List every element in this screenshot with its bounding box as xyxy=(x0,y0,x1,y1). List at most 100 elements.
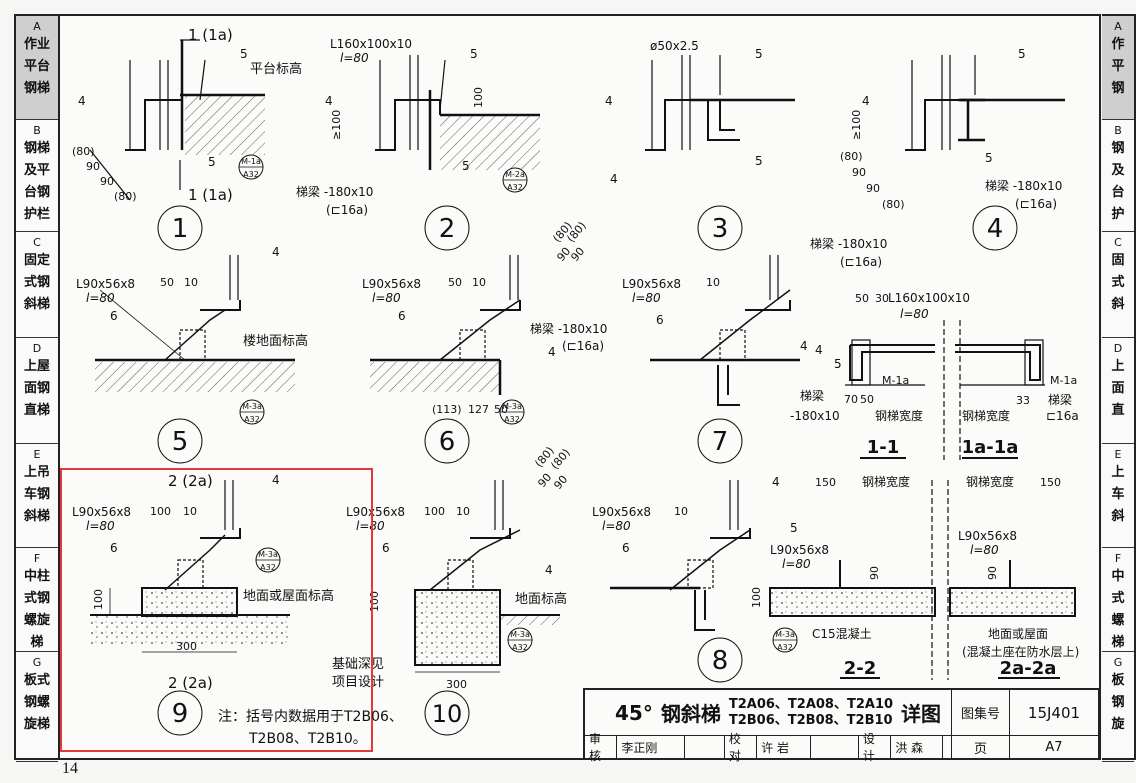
d7-angle: L90x56x8 xyxy=(622,277,681,291)
d10-top-dim-3: 90 xyxy=(551,473,570,492)
chapter-tab-text: 斜 xyxy=(1111,509,1125,524)
d7-beam-channel: (⊏16a) xyxy=(840,255,882,269)
chapter-tab-text: 车钢 xyxy=(23,487,50,502)
d2-weld-5b: 5 xyxy=(462,159,470,173)
s11-width: 钢梯宽度 xyxy=(875,408,923,423)
d7-weld-6: 6 xyxy=(656,313,664,327)
d2-ref-top: M-2a xyxy=(505,170,525,179)
d6-dim-10: 10 xyxy=(472,276,486,289)
s22-angle: L90x56x8 xyxy=(770,543,829,557)
s2a-title: 2a-2a xyxy=(1000,658,1057,679)
sign-design-label: 设计 xyxy=(859,732,892,763)
d4-dim-2: 90 xyxy=(866,182,880,195)
s11-dim-50: 50 xyxy=(855,292,869,305)
d8-weld-6: 6 xyxy=(622,541,630,555)
chapter-tab-text: 台钢 xyxy=(23,185,50,200)
s11-dim-70: 70 xyxy=(844,393,858,406)
d1-weld-4: 4 xyxy=(78,94,86,108)
chapter-tab-letter: A xyxy=(1114,20,1122,33)
d6-ref-bot: A32 xyxy=(504,415,520,424)
sign-checker-signature xyxy=(811,736,859,758)
d2-dim: ≥100 xyxy=(330,110,343,140)
chapter-tab-letter: D xyxy=(32,342,42,355)
detail-7 xyxy=(650,255,800,406)
detail-6-circle xyxy=(424,418,470,464)
sign-reviewer: 李正刚 xyxy=(617,736,685,758)
detail-8-number: 8 xyxy=(712,646,729,676)
chapter-tab-letter: E xyxy=(1114,448,1122,461)
d10-angle: L90x56x8 xyxy=(346,505,405,519)
s2a-ground-1: 地面或屋面 xyxy=(988,627,1048,641)
d9-height: 100 xyxy=(92,589,105,610)
chapter-tab-text: 钢螺 xyxy=(23,695,50,710)
d10-width: 300 xyxy=(446,678,467,691)
d2-length: l=80 xyxy=(340,51,369,65)
d3-weld-5b: 5 xyxy=(755,154,763,168)
chapter-tab-text: 护栏 xyxy=(23,207,50,222)
d9-weld-6: 6 xyxy=(110,541,118,555)
chapter-tab-text: 梯 xyxy=(30,635,44,650)
chapter-tab-text: 旋 xyxy=(1111,717,1125,732)
detail-3-circle xyxy=(697,205,743,251)
detail-4-number: 4 xyxy=(987,214,1004,244)
chapter-tab-text: 上吊 xyxy=(23,465,50,480)
d1-weld-5: 5 xyxy=(240,47,248,61)
detail-2-number: 2 xyxy=(439,214,456,244)
s22-ref-top: M-3a xyxy=(775,630,795,639)
d1-cut-top: 1 (1a) xyxy=(188,26,233,44)
chapter-tab-text: 及平 xyxy=(23,163,50,178)
d1-dim-2: 90 xyxy=(100,175,114,188)
chapter-tab-letter: C xyxy=(1114,236,1122,249)
d10-ref-bot: A32 xyxy=(512,643,528,652)
chapter-tab-text: 平 xyxy=(1111,59,1125,74)
sign-reviewer-signature xyxy=(685,736,725,758)
page-number: 14 xyxy=(62,760,78,777)
s22-height-100: 100 xyxy=(750,587,763,608)
d7-beam: 梯梁 -180x10 xyxy=(810,236,887,251)
chapter-tab-text: 钢梯 xyxy=(23,141,50,156)
note: 注：括号内数据用于T2B06、 T2B08、T2B10。 xyxy=(218,706,403,750)
s1a-m: M-1a xyxy=(1050,374,1077,387)
d2-beam: 梯梁 -180x10 xyxy=(296,184,373,199)
detail-5-circle xyxy=(157,418,203,464)
drawing-title: 45° 钢斜梯 T2A06、T2A08、T2A10 T2B06、T2B08、T2… xyxy=(585,690,952,736)
d5-weld-4: 4 xyxy=(272,245,280,259)
chapter-tab-text: 斜 xyxy=(1111,297,1125,312)
s22-concrete: C15混凝土 xyxy=(812,626,872,641)
s22-title: 2-2 xyxy=(844,658,877,679)
detail-8 xyxy=(610,480,751,631)
d9-dim-100: 100 xyxy=(150,505,171,518)
d6-top-dim-3: 90 xyxy=(568,245,587,264)
chapter-tab-text: 式钢 xyxy=(23,591,50,606)
d4-dim-1: 90 xyxy=(852,166,866,179)
d8-angle: L90x56x8 xyxy=(592,505,651,519)
section-1a-1a xyxy=(955,339,1045,459)
detail-3 xyxy=(645,55,795,151)
detail-9-number: 9 xyxy=(172,699,189,729)
d4-dim-0: (80) xyxy=(840,150,863,163)
s22-weld-5: 5 xyxy=(790,521,798,535)
detail-4-circle xyxy=(972,205,1018,251)
chapter-tab-text: 平台 xyxy=(23,59,50,74)
s11-beam: 梯梁 xyxy=(800,388,824,403)
sign-check-label: 校对 xyxy=(725,732,758,763)
s11-m: M-1a xyxy=(882,374,909,387)
detail-9 xyxy=(90,480,290,653)
title-codes: T2A06、T2A08、T2A10 T2B06、T2B08、T2B10 xyxy=(729,697,893,729)
chapter-tab-text: 斜梯 xyxy=(23,509,50,524)
sheet-page-number: A7 xyxy=(1010,736,1099,758)
